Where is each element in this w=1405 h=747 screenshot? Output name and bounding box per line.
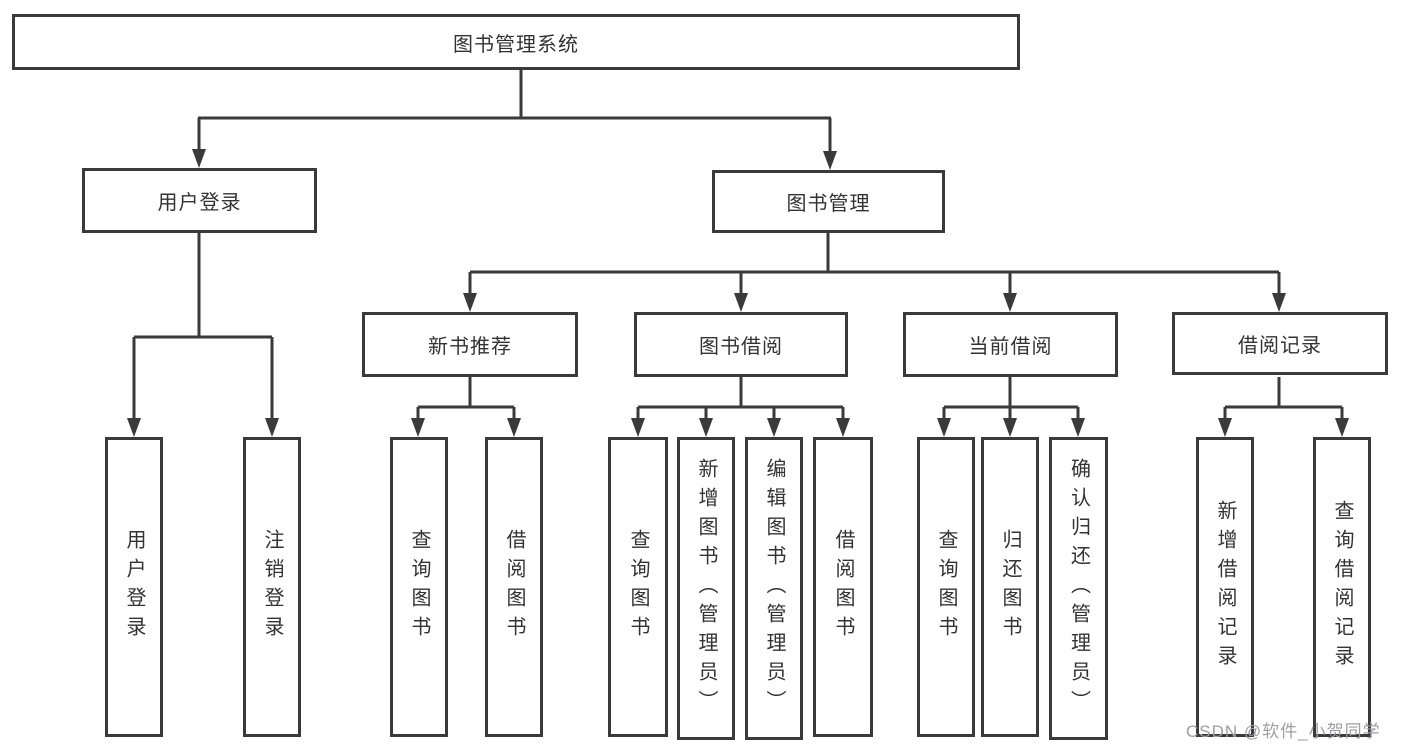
- leaf-edit-book-admin-label: 编辑图书（管理员）: [763, 458, 785, 719]
- leaf-return-book: 归还图书: [981, 437, 1039, 737]
- csdn-watermark: CSDN @软件_小贺同学: [1186, 722, 1381, 741]
- node-book-management: 图书管理: [712, 170, 945, 233]
- leaf-user-login-label: 用户登录: [123, 529, 145, 645]
- leaf-query-book-borrow-label: 查询图书: [627, 529, 649, 645]
- leaf-query-book-borrow: 查询图书: [608, 437, 668, 737]
- leaf-confirm-return-admin: 确认归还（管理员）: [1049, 437, 1108, 740]
- leaf-return-book-label: 归还图书: [999, 529, 1021, 645]
- node-user-login: 用户登录: [82, 168, 317, 233]
- leaf-query-book-current-label: 查询图书: [935, 529, 957, 645]
- leaf-query-borrow-record: 查询借阅记录: [1313, 437, 1371, 737]
- leaf-add-borrow-record-label: 新增借阅记录: [1214, 500, 1236, 674]
- leaf-add-borrow-record: 新增借阅记录: [1196, 437, 1254, 737]
- leaf-borrow-book-recommend-label: 借阅图书: [503, 529, 525, 645]
- leaf-edit-book-admin: 编辑图书（管理员）: [745, 437, 803, 740]
- node-current-borrow: 当前借阅: [903, 312, 1118, 377]
- node-book-borrow: 图书借阅: [634, 312, 848, 377]
- leaf-borrow-book-label: 借阅图书: [832, 529, 854, 645]
- leaf-add-book-admin: 新增图书（管理员）: [677, 437, 735, 740]
- node-new-book-recommend: 新书推荐: [362, 312, 578, 377]
- leaf-logout: 注销登录: [243, 437, 301, 737]
- node-library-system: 图书管理系统: [12, 14, 1020, 70]
- leaf-user-login: 用户登录: [105, 437, 163, 737]
- leaf-query-borrow-record-label: 查询借阅记录: [1331, 500, 1353, 674]
- leaf-add-book-admin-label: 新增图书（管理员）: [695, 458, 717, 719]
- leaf-query-book-recommend: 查询图书: [390, 437, 448, 737]
- leaf-confirm-return-admin-label: 确认归还（管理员）: [1067, 458, 1090, 719]
- leaf-borrow-book-recommend: 借阅图书: [485, 437, 543, 737]
- leaf-logout-label: 注销登录: [261, 529, 283, 645]
- leaf-query-book-current: 查询图书: [917, 437, 975, 737]
- leaf-query-book-recommend-label: 查询图书: [408, 529, 430, 645]
- leaf-borrow-book: 借阅图书: [813, 437, 873, 737]
- node-borrow-record: 借阅记录: [1172, 312, 1388, 375]
